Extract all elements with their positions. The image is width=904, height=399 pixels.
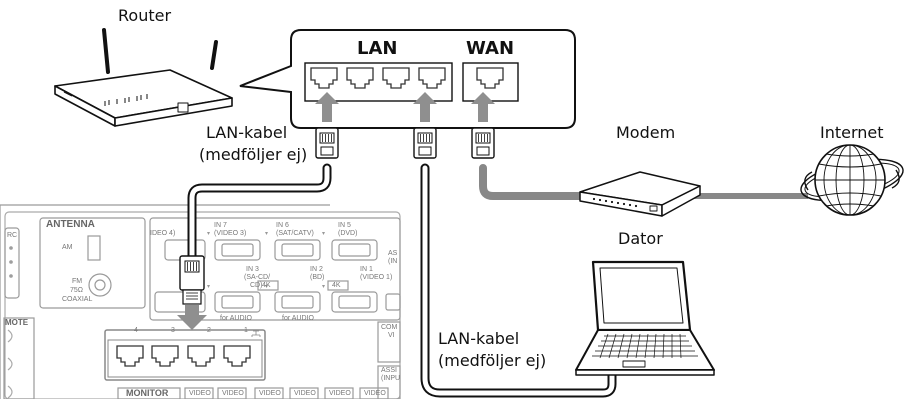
monitor-label: MONITOR [126, 388, 169, 398]
hdmi-in3-label: IN 3 [246, 266, 259, 273]
plug-receiver-lan [179, 255, 205, 305]
component-label-a: COM [381, 324, 398, 331]
router-icon [54, 28, 233, 127]
modem-icon [579, 171, 701, 217]
assign-input-label-a: ASSI [381, 367, 397, 374]
port-number-1: 1 [244, 327, 248, 334]
video-label-4: VIDEO [294, 390, 316, 397]
hdmi-in6-sub: (SAT/CATV) [276, 230, 314, 237]
computer-laptop-icon [575, 260, 715, 376]
hdmi-in5-label: IN 5 [338, 222, 351, 229]
internet-globe-icon [800, 144, 904, 216]
video-label-6: VIDEO [364, 390, 386, 397]
cable-router-to-computer [420, 163, 617, 398]
wan-label: WAN [466, 38, 515, 59]
lan-cable-bottom-label-line2: (medföljer ej) [438, 351, 547, 370]
receiver-connection-arrow [177, 305, 207, 330]
video-label-3: VIDEO [259, 390, 281, 397]
for-audio-label-2: for AUDIO [282, 315, 314, 322]
am-label: AM [62, 244, 73, 251]
antenna-label: ANTENNA [46, 219, 95, 230]
router-ports-callout [239, 29, 576, 129]
hdmi-in3-sub2: CD) [250, 282, 263, 289]
port-number-4: 4 [134, 327, 138, 334]
video-label-5: VIDEO [329, 390, 351, 397]
badge-4k-1: 4K [262, 282, 271, 289]
hdmi-in7-label: IN 7 [214, 222, 227, 229]
video-label-1: VIDEO [189, 390, 211, 397]
plug-lan-cable-2 [413, 127, 437, 159]
lan-cable-top-label-line2: (medföljer ej) [199, 145, 308, 164]
hdmi-in1-sub: (VIDEO 1) [360, 274, 393, 281]
coaxial-label: COAXIAL [62, 296, 93, 303]
hdmi-arrow-markers [207, 232, 325, 288]
hdmi-in7-sub: (VIDEO 3) [214, 230, 247, 237]
computer-label: Dator [618, 229, 663, 248]
av-receiver-rear-panel [0, 204, 401, 399]
port-number-2: 2 [207, 327, 211, 334]
cable-router-to-receiver [187, 163, 332, 267]
hdmi-in5-sub: (DVD) [338, 230, 358, 237]
assign-label-a: AS [388, 250, 398, 257]
video-label-2: VIDEO [222, 390, 244, 397]
internet-label: Internet [820, 123, 884, 142]
receiver-lan-switch [104, 329, 266, 381]
modem-label: Modem [616, 123, 676, 142]
fm-ohm-label: 75Ω [70, 287, 84, 294]
badge-4k-2: 4K [332, 282, 341, 289]
router-label: Router [118, 6, 172, 25]
lan-cable-top-label-line1: LAN-kabel [206, 123, 288, 142]
lan-label: LAN [357, 38, 398, 59]
hdmi-in2-sub: (BD) [310, 274, 325, 281]
router-connection-arrows [315, 92, 495, 122]
hdmi-video4-sub: IDEO 4) [150, 230, 176, 237]
component-label-b: VI [388, 332, 395, 339]
fm-label: FM [72, 278, 83, 285]
lan-cable-bottom-label-line1: LAN-kabel [438, 329, 520, 348]
hdmi-in1-label: IN 1 [360, 266, 373, 273]
rc-label: RC [7, 232, 18, 239]
hdmi-in2-label: IN 2 [310, 266, 323, 273]
hdmi-in6-label: IN 6 [276, 222, 289, 229]
remote-label: MOTE [5, 318, 29, 327]
hdmi-in3-sub: (SA-CD/ [244, 274, 271, 281]
port-number-3: 3 [171, 327, 175, 334]
plug-lan-cable-1 [315, 127, 339, 159]
assign-input-label-b: (INPU [381, 375, 401, 382]
for-audio-label-1: for AUDIO [220, 315, 252, 322]
assign-label-b: (IN [388, 258, 398, 265]
cable-router-to-modem [479, 164, 584, 200]
plug-wan-cable [471, 127, 495, 159]
